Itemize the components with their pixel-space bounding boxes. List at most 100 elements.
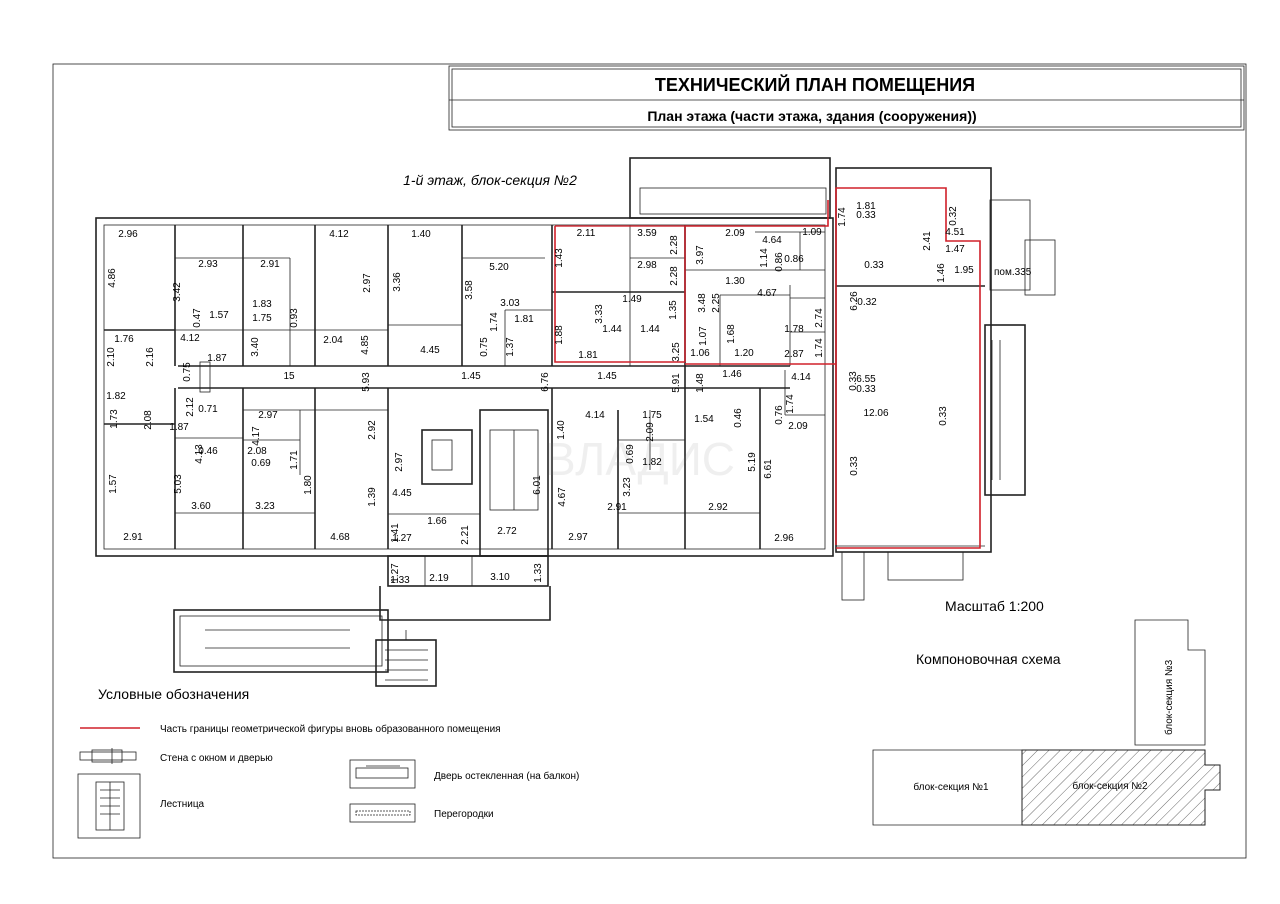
dimension-label: 1.20 bbox=[734, 348, 754, 359]
dimension-label: 1.74 bbox=[837, 207, 848, 227]
dimension-label: 2.04 bbox=[323, 335, 343, 346]
dimension-label: 2.19 bbox=[429, 573, 449, 584]
dimension-label: 1.30 bbox=[725, 276, 745, 287]
dimension-label: 1.40 bbox=[411, 229, 431, 240]
dimension-label: 0.46 bbox=[733, 408, 744, 428]
dimension-label: 4.67 bbox=[557, 487, 568, 507]
dimension-label: 1.07 bbox=[698, 326, 709, 346]
dimension-label: 4.12 bbox=[329, 229, 349, 240]
dimension-label: 0.33 bbox=[856, 210, 876, 221]
plan-title: ТЕХНИЧЕСКИЙ ПЛАН ПОМЕЩЕНИЯ bbox=[655, 74, 975, 95]
dimension-label: 1.27 bbox=[390, 563, 401, 583]
dimension-label: 1.71 bbox=[289, 450, 300, 470]
dimension-label: 0.75 bbox=[479, 337, 490, 357]
dimension-label: 5.19 bbox=[747, 452, 758, 472]
dimension-label: 2.91 bbox=[123, 532, 143, 543]
dimension-label: 1.82 bbox=[642, 457, 662, 468]
layout-section-3: блок-секция №3 bbox=[1163, 659, 1175, 735]
dimension-label: 2.93 bbox=[198, 259, 218, 270]
dimension-label: 1.40 bbox=[556, 420, 567, 440]
plan-subtitle: План этажа (части этажа, здания (сооруже… bbox=[647, 108, 976, 124]
layout-scheme: Компоновочная схема блок-секция №1 блок-… bbox=[872, 619, 1221, 826]
dimension-label: 4.14 bbox=[791, 372, 811, 383]
building-walls bbox=[95, 157, 1056, 687]
dimension-label: 1.68 bbox=[726, 324, 737, 344]
dimension-label: 2.98 bbox=[637, 260, 657, 271]
dimension-label: 3.36 bbox=[392, 272, 403, 292]
drawing-frame bbox=[52, 63, 1247, 859]
legend-item-boundary: Часть границы геометрической фигуры внов… bbox=[160, 723, 501, 735]
dimension-label: 12.06 bbox=[863, 408, 888, 419]
dimension-label: 0.32 bbox=[857, 297, 877, 308]
dimension-label: 3.03 bbox=[500, 298, 520, 309]
dimension-label: 2.25 bbox=[711, 293, 722, 313]
dimension-label: 1.75 bbox=[252, 313, 272, 324]
dimension-label: 1.73 bbox=[109, 409, 120, 429]
dimension-label: 3.60 bbox=[191, 501, 211, 512]
dimension-label: 0.69 bbox=[625, 444, 636, 464]
dimension-label: 1.44 bbox=[602, 324, 622, 335]
dimension-label: 1.74 bbox=[785, 394, 796, 414]
dimension-label: 0.76 bbox=[774, 405, 785, 425]
dimension-label: 1.35 bbox=[668, 300, 679, 320]
legend-item-glass-door: Дверь остекленная (на балкон) bbox=[434, 770, 579, 782]
scale-label: Масштаб 1:200 bbox=[945, 598, 1044, 614]
dimension-label: 4.85 bbox=[360, 335, 371, 355]
legend-item-stairs: Лестница bbox=[160, 799, 205, 810]
legend: Условные обозначения Часть границы геоме… bbox=[77, 686, 579, 839]
layout-section-1: блок-секция №1 bbox=[913, 781, 989, 793]
dimension-label: 2.96 bbox=[774, 533, 794, 544]
dimension-label: 0.33 bbox=[856, 384, 876, 395]
dimension-label: 3.33 bbox=[594, 304, 605, 324]
dimension-label: 3.10 bbox=[490, 572, 510, 583]
dimension-label: 1.95 bbox=[954, 265, 974, 276]
dimension-label: 1.54 bbox=[694, 414, 714, 425]
watermark: ВЛАДИС bbox=[545, 433, 735, 485]
dimension-label: 3.97 bbox=[695, 245, 706, 265]
dimension-label: 1.09 bbox=[802, 227, 822, 238]
dimension-label: 3.40 bbox=[250, 337, 261, 357]
dimension-label: 2.97 bbox=[362, 273, 373, 293]
dimension-label: 4.17 bbox=[251, 426, 262, 446]
dimension-label: 2.92 bbox=[708, 502, 728, 513]
dimension-label: 1.83 bbox=[252, 299, 272, 310]
dimension-label: 2.09 bbox=[788, 421, 808, 432]
dimension-label: 1.43 bbox=[554, 248, 565, 268]
dimension-label: 2.97 bbox=[258, 410, 278, 421]
legend-item-wall: Стена с окном и дверью bbox=[160, 753, 273, 764]
dimension-label: 3.23 bbox=[622, 477, 633, 497]
dimension-label: 2.08 bbox=[143, 410, 154, 430]
dimension-label: 2.91 bbox=[607, 502, 627, 513]
dimension-label: 1.81 bbox=[514, 314, 534, 325]
dimension-label: 0.33 bbox=[938, 406, 949, 426]
dimension-label: 1.78 bbox=[784, 324, 804, 335]
dimension-label: 4.14 bbox=[585, 410, 605, 421]
dimension-label: 1.37 bbox=[505, 337, 516, 357]
legend-glass-door-swatch bbox=[349, 759, 416, 789]
title-block: ТЕХНИЧЕСКИЙ ПЛАН ПОМЕЩЕНИЯ План этажа (ч… bbox=[448, 65, 1245, 131]
dimension-label: 2.10 bbox=[106, 347, 117, 367]
dimension-label: 4.64 bbox=[762, 235, 782, 246]
dimension-label: 6.55 bbox=[856, 374, 876, 385]
dimension-label: 15 bbox=[283, 371, 295, 382]
dimension-label: 4.51 bbox=[945, 227, 965, 238]
dimension-label: 0.33 bbox=[864, 260, 884, 271]
dimension-label: 2.21 bbox=[460, 525, 471, 545]
dimension-label: 0.93 bbox=[289, 308, 300, 328]
dimension-label: 5.93 bbox=[361, 372, 372, 392]
dimension-label: 1.82 bbox=[106, 391, 126, 402]
dimension-label: 1.57 bbox=[209, 310, 229, 321]
dimension-label: 6.01 bbox=[532, 475, 543, 495]
dimension-label: 4.68 bbox=[330, 532, 350, 543]
dimension-label: 0.86 bbox=[774, 252, 785, 272]
dimension-label: 2.11 bbox=[577, 228, 596, 239]
dimension-label: 0.75 bbox=[182, 362, 193, 382]
dimension-label: 1.66 bbox=[427, 516, 447, 527]
dimension-label: 1.41 bbox=[390, 523, 401, 543]
dimension-label: 3.23 bbox=[255, 501, 275, 512]
dimension-label: 1.44 bbox=[640, 324, 660, 335]
legend-title: Условные обозначения bbox=[98, 686, 249, 702]
dimension-label: 1.81 bbox=[856, 201, 876, 212]
dimension-label: 3.42 bbox=[172, 282, 183, 302]
dimension-label: 1.46 bbox=[722, 369, 742, 380]
